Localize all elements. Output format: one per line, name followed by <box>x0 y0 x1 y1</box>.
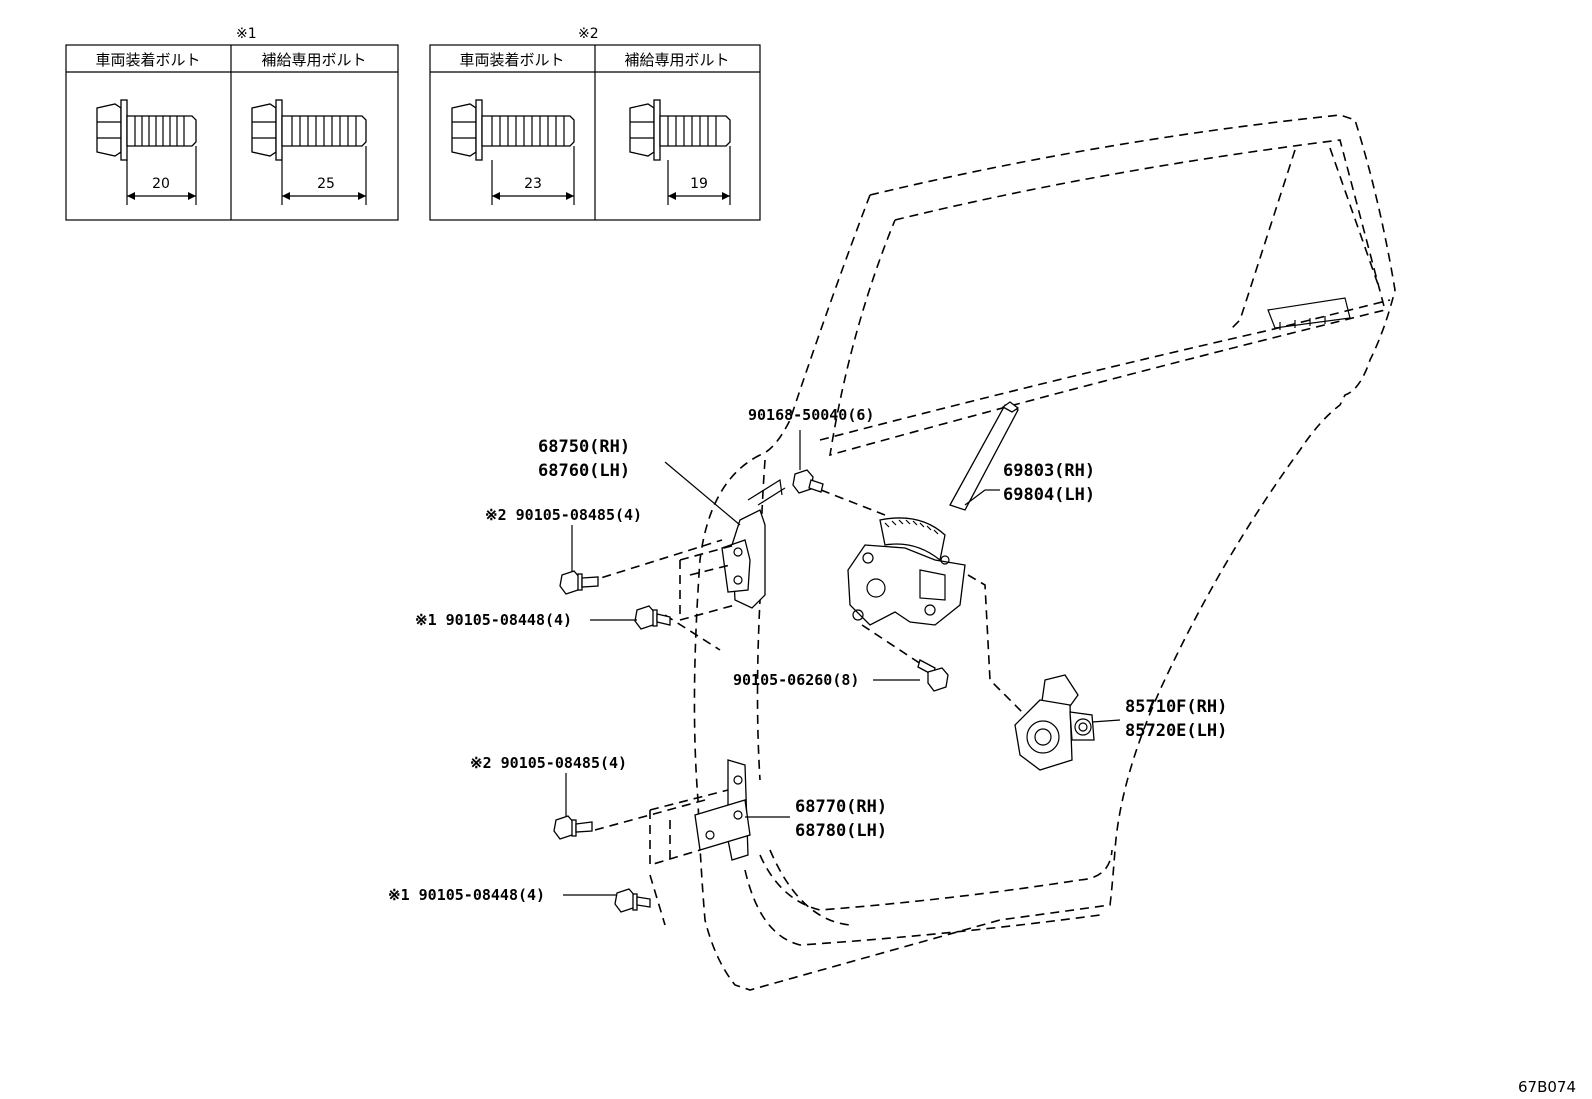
table-1-vehicle-header: 車両装着ボルト <box>95 51 200 69</box>
label-bolt-lower-mark2: ※2 90105-08485(4) <box>470 754 627 772</box>
screw-90168-50040-icon <box>792 469 824 494</box>
window-regulator-part <box>847 401 1020 626</box>
label-bolt-upper-mark1: ※1 90105-08448(4) <box>415 611 572 629</box>
bolt-table-1: ※1 車両装着ボルト 補給専用ボルト 20 <box>65 26 399 221</box>
bolt-icon-supply-25 <box>251 99 367 161</box>
bolt-icon-vehicle-23 <box>451 99 575 161</box>
table-2-vehicle-length: 23 <box>524 176 542 192</box>
label-hinge-upper-rh: 68750(RH) <box>538 437 630 457</box>
bolt-icon-vehicle-20 <box>96 99 197 161</box>
table-2-vehicle-header: 車両装着ボルト <box>459 51 564 69</box>
label-hinge-lower-lh: 68780(LH) <box>795 821 887 841</box>
figure-reference: 67B074 <box>1518 1078 1576 1096</box>
label-regulator-rh: 69803(RH) <box>1003 461 1095 481</box>
lower-hinge-guides <box>649 789 729 867</box>
label-hinge-upper-lh: 68760(LH) <box>538 461 630 481</box>
table-2-supply-header: 補給専用ボルト <box>624 51 729 69</box>
label-hinge-lower-rh: 68770(RH) <box>795 797 887 817</box>
bolt-90105-08448-lower-icon <box>614 888 651 913</box>
label-bolt-lower-mark1: ※1 90105-08448(4) <box>388 886 545 904</box>
table-2-mark: ※2 <box>578 26 599 42</box>
label-screw-90168-50040: 90168-50040(6) <box>748 406 874 424</box>
label-bolt-upper-mark2: ※2 90105-08485(4) <box>485 506 642 524</box>
bolt-90105-08485-upper-icon <box>559 570 599 595</box>
bolt-90105-08448-upper-icon <box>634 605 671 630</box>
table-2-supply-length: 19 <box>690 176 708 192</box>
upper-hinge-guides <box>679 544 736 622</box>
table-1-supply-header: 補給専用ボルト <box>261 51 366 69</box>
table-1-supply-length: 25 <box>317 176 335 192</box>
label-motor-rh: 85710F(RH) <box>1125 697 1227 717</box>
bolt-icon-supply-19 <box>629 99 731 161</box>
bolt-90105-08485-lower-icon <box>553 815 593 840</box>
label-bolt-90105-06260: 90105-06260(8) <box>733 671 859 689</box>
table-1-mark: ※1 <box>236 26 257 42</box>
door-outline <box>693 114 1396 991</box>
regulator-motor-part <box>1014 674 1095 771</box>
bolt-90105-06260-icon <box>917 659 949 692</box>
label-regulator-lh: 69804(LH) <box>1003 485 1095 505</box>
leader-lines <box>563 430 1121 896</box>
label-motor-lh: 85720E(LH) <box>1125 721 1227 741</box>
lower-hinge-part <box>694 759 751 861</box>
table-1-vehicle-length: 20 <box>152 176 170 192</box>
upper-hinge-part <box>721 478 786 609</box>
bolt-table-2: ※2 車両装着ボルト 補給専用ボルト 23 19 <box>429 26 761 221</box>
